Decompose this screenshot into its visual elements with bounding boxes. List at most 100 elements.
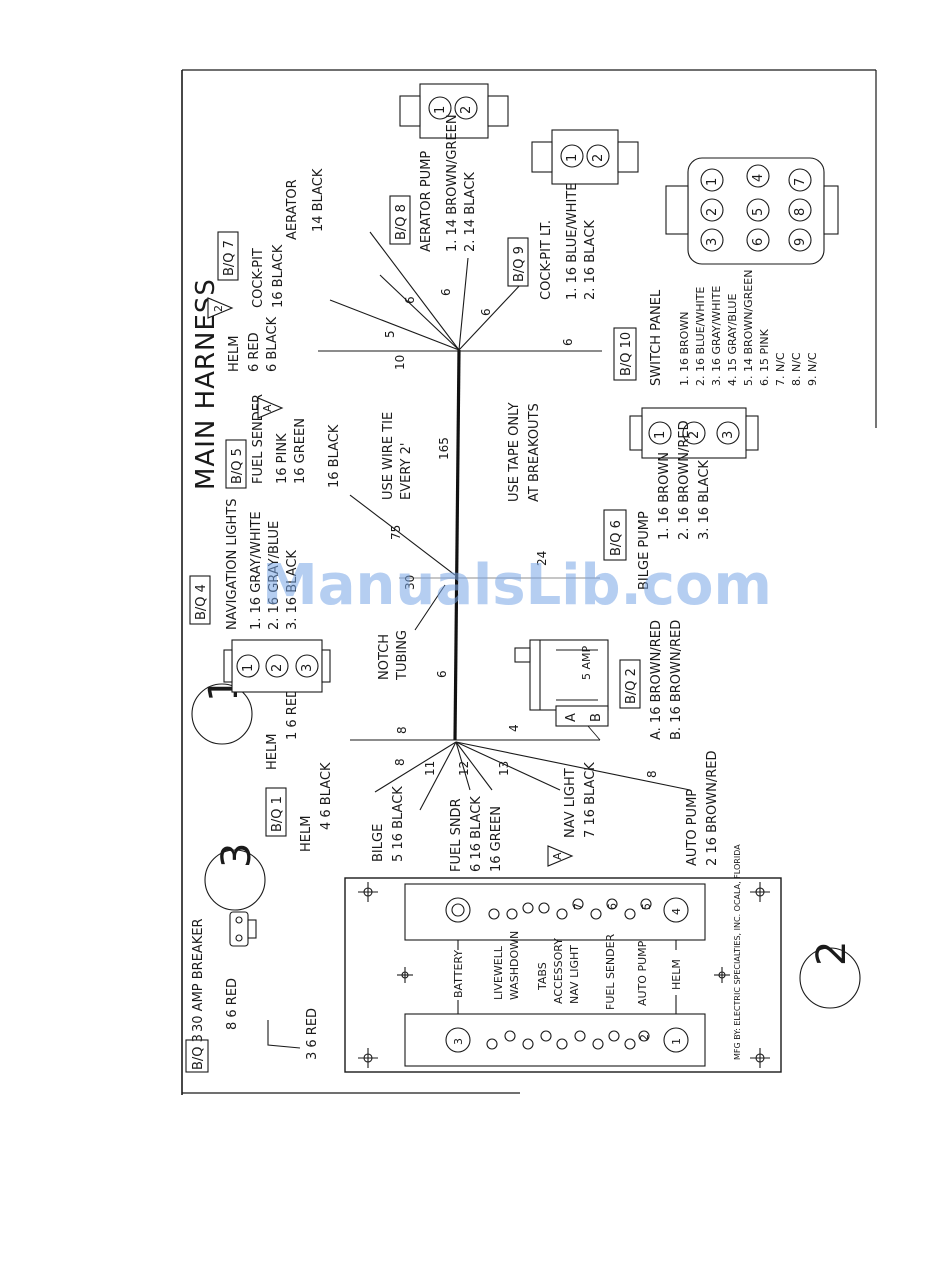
panel-mfg: MFG BY: ELECTRIC SPECIALTIES, INC. OCALA… <box>733 844 742 1060</box>
bq5-note: A <box>261 404 274 412</box>
bilge-conn-pin-3: 3 <box>721 431 736 439</box>
title-note: 2 <box>212 305 225 312</box>
length-label: 6 <box>403 296 417 304</box>
panel-label: HELM <box>670 959 683 990</box>
bq10-wire: 2. 16 BLUE/WHITE <box>694 287 707 386</box>
panel-conn-pin-1: 1 <box>705 178 720 186</box>
bilge-conn-pin-2: 2 <box>687 431 702 439</box>
bq3-name: 30 AMP BREAKER <box>191 918 206 1032</box>
panel-conn-pin-3: 3 <box>705 238 720 246</box>
bq10-wire: 6. 15 PINK <box>758 328 771 386</box>
bq2-tag: B/Q 2 <box>624 668 639 704</box>
panel-bottom-num: 7 <box>572 903 585 910</box>
nav-light-note: A <box>551 852 564 860</box>
bq1-tag: B/Q 1 <box>270 796 285 832</box>
bq6-wire-1: 1. 16 BROWN <box>657 452 672 540</box>
bq7-tag: B/Q 7 <box>222 240 237 276</box>
bq10-wire: 1. 16 BROWN <box>678 312 691 386</box>
fuel-wire-2: 16 GREEN <box>489 806 504 872</box>
bq5-wire-2: 16 GREEN <box>293 418 308 484</box>
bq2-pin-a: A <box>564 713 579 722</box>
panel-conn-pin-4: 4 <box>751 174 766 182</box>
tape-note-2: AT BREAKOUTS <box>527 403 542 502</box>
top-terminal-row: 7 6 5 4 <box>445 897 689 923</box>
bq6-tag: B/Q 6 <box>609 520 624 556</box>
nav-light-wire: 7 16 BLACK <box>583 762 598 838</box>
title-note-triangle <box>207 297 234 319</box>
bq4-nav-lights: B/Q 4 NAVIGATION LIGHTS 1. 16 GRAY/WHITE… <box>189 499 300 630</box>
length-label: 13 <box>497 761 511 776</box>
bq5-wire-1: 16 PINK <box>275 433 290 484</box>
bq3-tag-box <box>185 1039 209 1073</box>
bq10-wire: 9. N/C <box>806 352 819 386</box>
bq7-helm: HELM <box>227 336 242 372</box>
bq2-fuse-holder: 5 AMP A B B/Q 2 A. 16 BROWN/RED B. 16 BR… <box>514 620 684 740</box>
panel-label: NAV LIGHT <box>568 945 581 1004</box>
segment-lengths: 8 8 11 12 13 8 4 6 30 24 75 165 10 5 6 6… <box>383 288 659 778</box>
length-label: 12 <box>457 761 471 776</box>
cockpit-conn-pin-1: 1 <box>565 154 580 162</box>
bottom-terminal-row: 3 2 1 <box>445 1027 689 1053</box>
bq1-helm-b: HELM <box>299 816 314 852</box>
bq10-switch-panel: B/Q 10 SWITCH PANEL 1. 16 BROWN 2. 16 BL… <box>613 270 819 386</box>
tape-note-1: USE TAPE ONLY <box>507 402 522 502</box>
length-label: 8 <box>645 770 659 778</box>
length-label: 165 <box>437 437 451 460</box>
notch-note-1: NOTCH <box>377 634 392 680</box>
nav-conn-pin-1: 1 <box>241 664 256 672</box>
panel-conn-pin-8: 8 <box>793 208 808 216</box>
aerator-connector: 1 2 <box>399 83 509 139</box>
length-label: 6 <box>479 308 493 316</box>
panel-label: FUEL SENDER <box>604 933 617 1010</box>
bq6-bilge-pump: B/Q 6 BILGE PUMP 1. 16 BROWN 2. 16 BROWN… <box>603 420 712 590</box>
bq1-helm-a-wire: 1 6 RED <box>285 688 300 740</box>
bq1-helm-b-wire: 4 6 BLACK <box>319 762 334 830</box>
bilge-conn-pin-1: 1 <box>653 431 668 439</box>
length-label: 75 <box>389 525 403 540</box>
watermark: ManualsLib.com <box>262 553 772 618</box>
bq3-wire-2: 3 6 RED <box>305 1008 320 1060</box>
length-label: 8 <box>393 758 407 766</box>
bq9-tag: B/Q 9 <box>512 246 527 282</box>
cockpit-conn-pin-2: 2 <box>591 154 606 162</box>
bq7-cockpit-wire: 16 BLACK <box>271 244 286 308</box>
bq7-helm-cockpit: 2 B/Q 7 HELM 6 RED 6 BLACK COCK-PIT 16 B… <box>207 168 326 372</box>
bq10-wire: 8. N/C <box>790 352 803 386</box>
bq5-tag: B/Q 5 <box>230 448 245 484</box>
bq1-helm-a: HELM <box>265 734 280 770</box>
panel-label: ACCESSORY <box>552 938 565 1004</box>
bq8-aerator-pump: B/Q 8 AERATOR PUMP 1. 14 BROWN/GREEN 2. … <box>389 114 478 252</box>
panel-label: AUTO PUMP <box>636 940 649 1006</box>
bq4-wire-3: 3. 16 BLACK <box>285 550 300 630</box>
aerator-conn-pin-2: 2 <box>459 106 474 114</box>
nav-lights-connector: 1 2 3 <box>223 639 331 693</box>
wire-tie-leader <box>349 494 456 576</box>
panel-conn-pin-5: 5 <box>751 208 766 216</box>
notch-note-2: TUBING <box>395 630 410 681</box>
panel-label: TABS <box>536 962 549 991</box>
length-label: 24 <box>535 551 549 566</box>
wire-tie-note-1: USE WIRE TIE <box>381 412 396 500</box>
panel-conn-pin-9: 9 <box>793 238 808 246</box>
bq10-name: SWITCH PANEL <box>649 289 664 386</box>
bq2-wire-1: A. 16 BROWN/RED <box>649 620 664 740</box>
bq9-wire-1: 1. 16 BLUE/WHITE <box>565 183 580 300</box>
panel-bottom-num: 6 <box>606 903 619 910</box>
panel-label: LIVEWELL <box>492 945 505 1000</box>
bq10-wire: 4. 15 GRAY/BLUE <box>726 294 739 386</box>
bq2-pin-b: B <box>589 713 604 722</box>
panel-labels: BATTERY LIVEWELL WASHDOWN TABS ACCESSORY… <box>452 931 683 1014</box>
panel-bottom-num: 4 <box>670 908 683 915</box>
wire-tie-note-2: EVERY 2' <box>399 443 414 500</box>
length-label: 6 <box>435 670 449 678</box>
bq8-wire-1: 1. 14 BROWN/GREEN <box>445 114 460 252</box>
svg-text:3: 3 <box>214 842 260 868</box>
length-label: 5 <box>383 330 397 338</box>
bq5-note-triangle <box>257 397 284 419</box>
bq4-wire-1: 1. 16 GRAY/WHITE <box>249 511 264 630</box>
aerator-conn-pin-1: 1 <box>433 106 448 114</box>
panel-top-num: 2 <box>638 1034 651 1041</box>
mounting-crosshair <box>358 882 770 1068</box>
switch-panel-connector: 1 2 3 4 5 6 7 8 9 <box>665 157 839 265</box>
bq10-tag: B/Q 10 <box>619 332 634 376</box>
